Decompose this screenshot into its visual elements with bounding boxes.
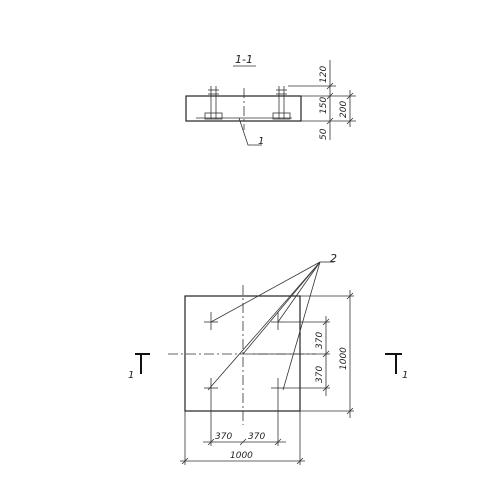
section-leader-label: 1 (258, 136, 264, 147)
plan-dim-y-1: 370 (315, 332, 325, 349)
plan-leader-label: 2 (330, 252, 337, 265)
plan-dim-x-1: 370 (215, 432, 232, 442)
section-view: 1-1 1 (185, 53, 356, 147)
section-anchor-bolt-left (204, 86, 223, 120)
plan-cut-right-label: 1 (402, 370, 408, 381)
plan-cut-mark-right (385, 353, 402, 374)
plan-dim-y-2: 370 (315, 366, 325, 383)
plan-dim-height: 1000 (339, 347, 349, 370)
section-dim-total: 200 (339, 101, 349, 118)
section-slab (185, 95, 302, 122)
plan-cut-mark-left (135, 353, 150, 374)
plan-cut-left-label: 1 (128, 370, 134, 381)
plan-bolt-bottom-right (271, 378, 285, 396)
plan-view: 2 1 1 370 370 1000 (128, 252, 408, 465)
section-dim-top: 120 (319, 66, 329, 83)
plan-bolt-top-left (204, 312, 218, 330)
plan-dim-x-2: 370 (248, 432, 265, 442)
section-dim-middle: 150 (319, 97, 329, 114)
plan-dim-width: 1000 (230, 451, 253, 461)
plan-leader-2 (207, 261, 334, 391)
plan-slab-outline (184, 295, 301, 412)
section-dim-bottom: 50 (319, 128, 329, 140)
section-title: 1-1 (235, 53, 253, 66)
section-leader-1 (238, 117, 262, 146)
section-anchor-bolt-right (272, 86, 291, 120)
